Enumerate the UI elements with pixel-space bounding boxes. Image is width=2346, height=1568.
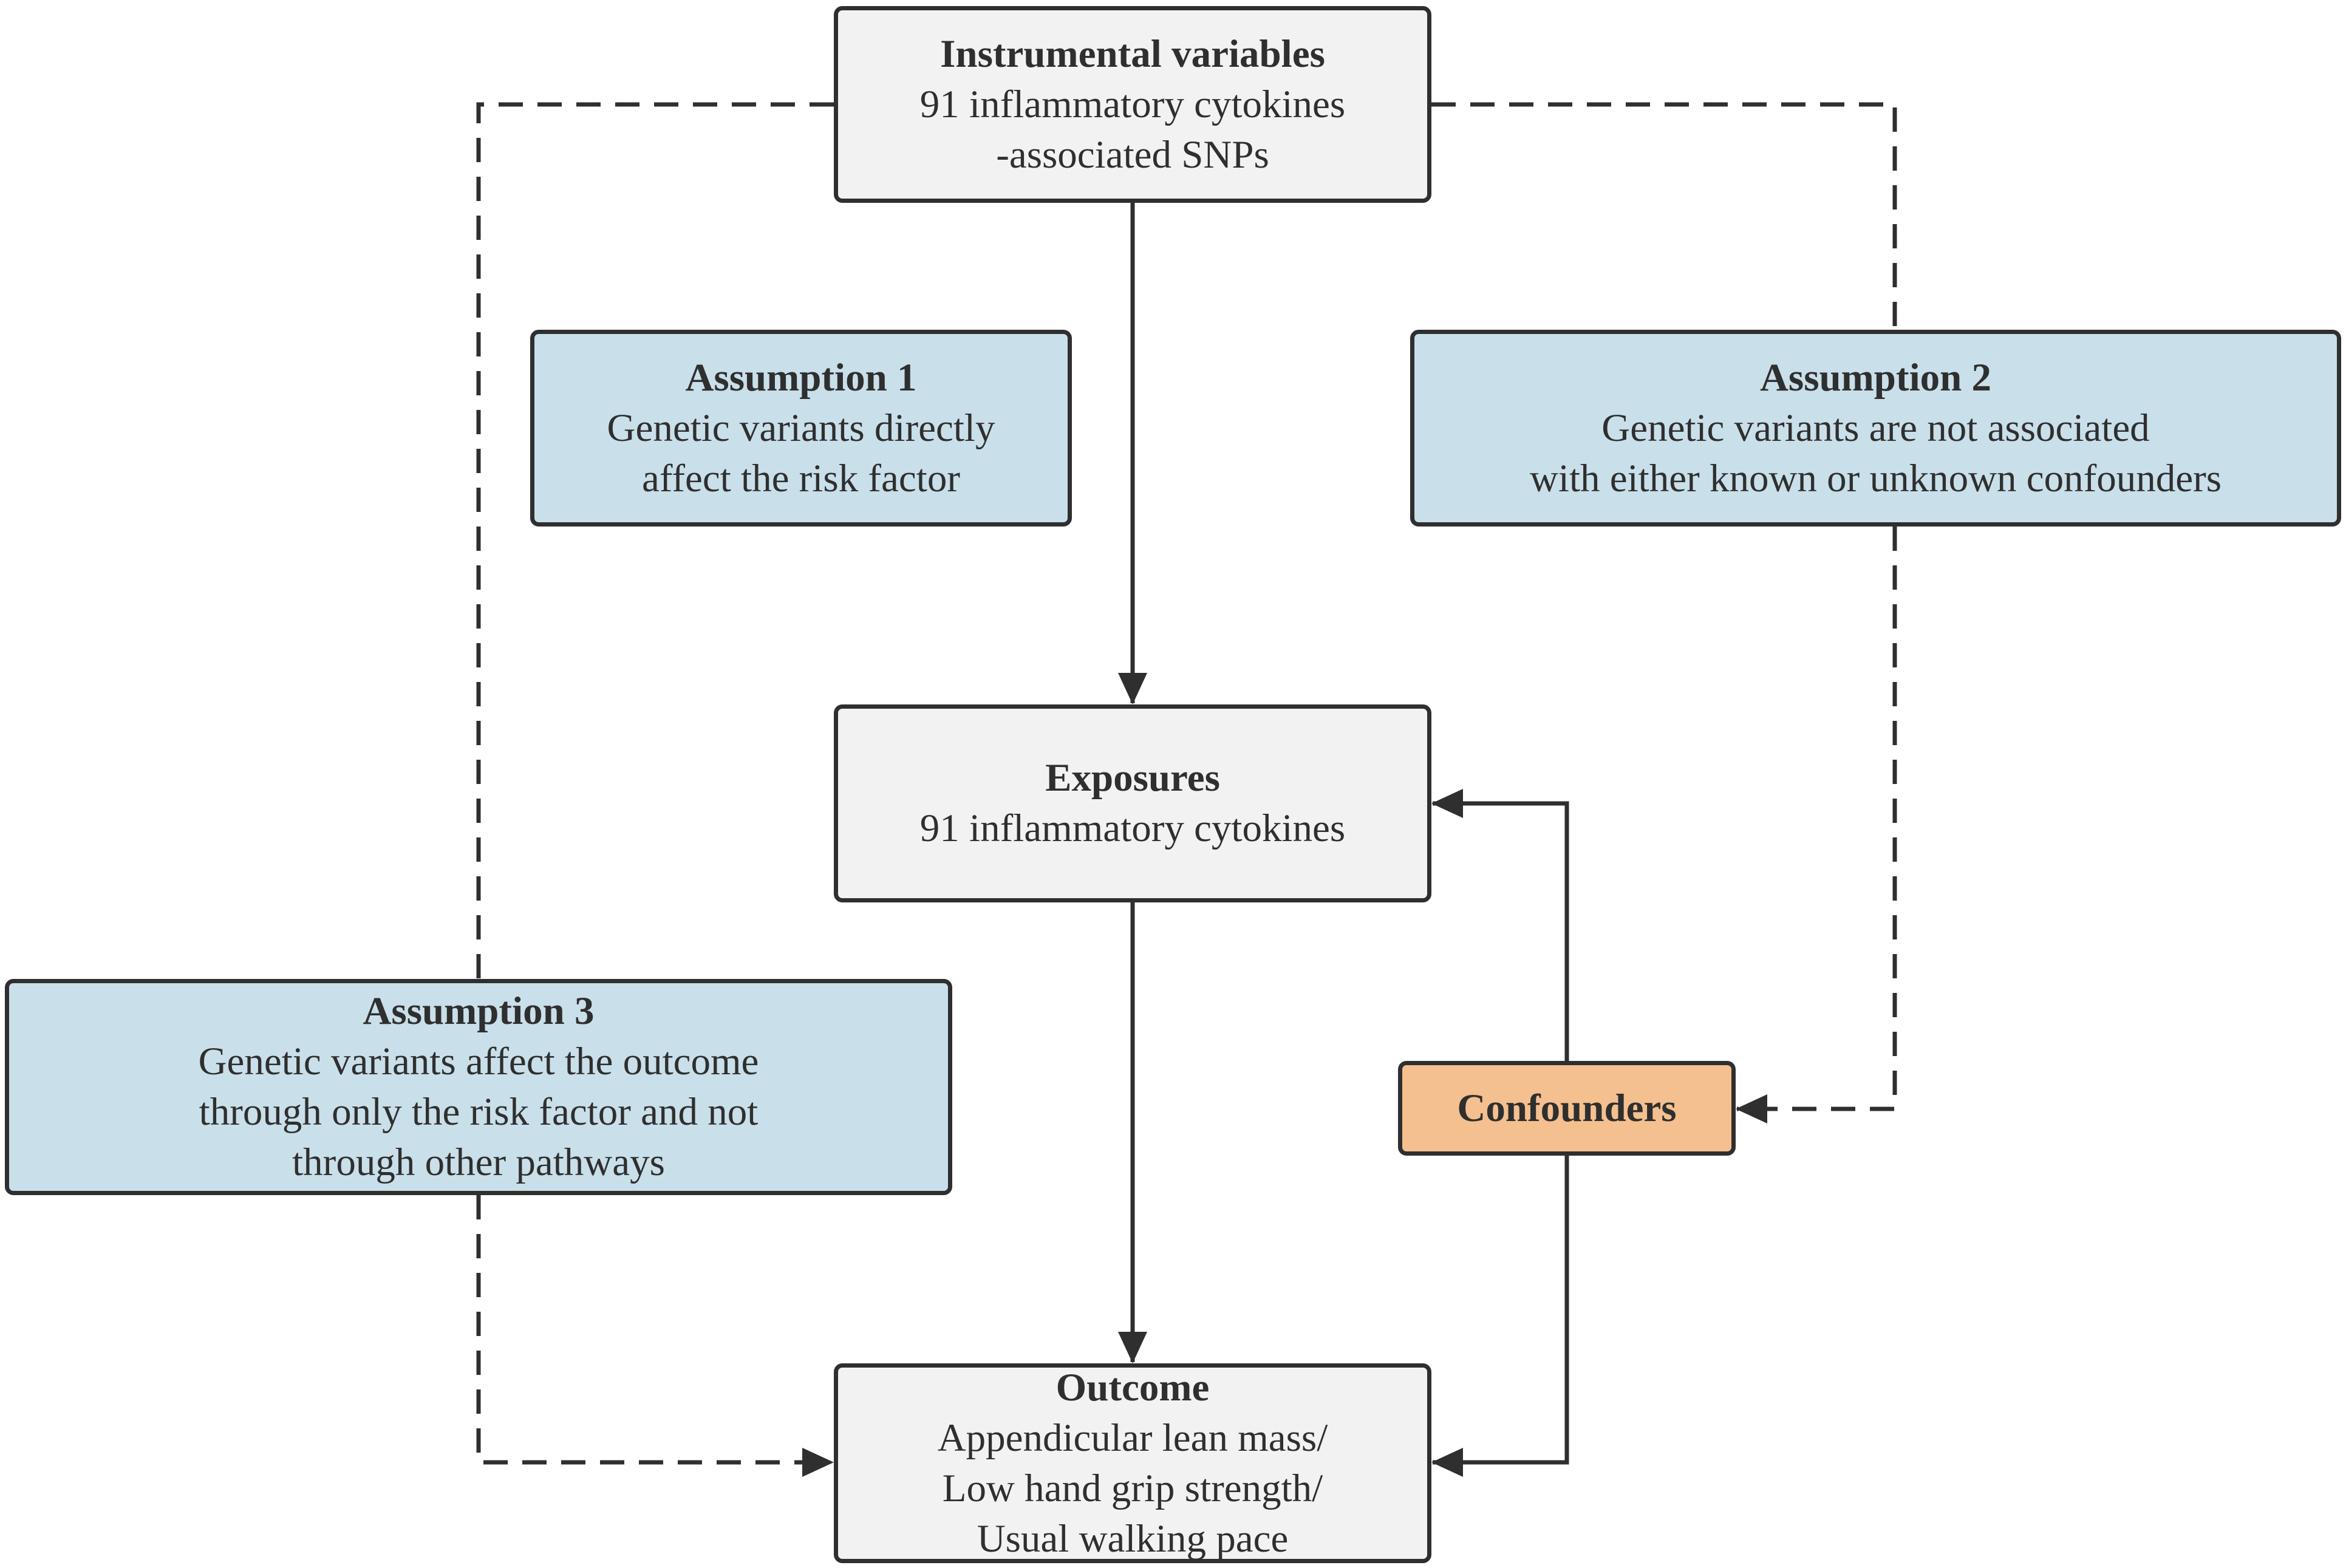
outcome-line-3: Usual walking pace [977,1516,1289,1561]
assumption-1-title: Assumption 1 [685,355,917,400]
assumption-1-line-1: Genetic variants directly [607,406,995,450]
instrumental-variables-box: Instrumental variables 91 inflammatory c… [834,6,1431,203]
assumption-3-line-3: through other pathways [292,1140,665,1184]
assumption-1-box: Assumption 1 Genetic variants directly a… [530,330,1072,527]
assumption-1-line-2: affect the risk factor [642,456,960,500]
instrumental-variables-title: Instrumental variables [940,32,1325,76]
exposures-title: Exposures [1045,756,1220,800]
assumption-3-title: Assumption 3 [363,989,595,1033]
confounders-title: Confounders [1457,1086,1677,1130]
arrow-confounders-to-exposures [1431,789,1569,1061]
assumption-2-box: Assumption 2 Genetic variants are not as… [1410,330,2341,527]
dashed-iv-to-assumption-3 [476,102,834,979]
arrow-confounders-to-outcome [1431,1156,1569,1477]
outcome-box: Outcome Appendicular lean mass/ Low hand… [834,1363,1431,1563]
instrumental-variables-line-2: -associated SNPs [996,132,1269,177]
assumption-3-box: Assumption 3 Genetic variants affect the… [5,979,952,1195]
instrumental-variables-line-1: 91 inflammatory cytokines [919,82,1346,126]
exposures-line-1: 91 inflammatory cytokines [919,806,1346,850]
assumption-3-line-2: through only the risk factor and not [199,1090,759,1134]
assumption-2-title: Assumption 2 [1759,355,1992,400]
assumption-3-line-1: Genetic variants affect the outcome [198,1040,759,1083]
dashed-assumption-3-to-outcome [476,1195,834,1477]
confounders-box: Confounders [1398,1061,1736,1156]
assumption-2-line-1: Genetic variants are not associated [1601,406,2150,450]
dashed-assumption-2-to-confounders [1736,527,1897,1123]
exposures-box: Exposures 91 inflammatory cytokines [834,704,1431,902]
dashed-iv-to-assumption-2 [1431,102,1897,330]
outcome-line-1: Appendicular lean mass/ [937,1416,1328,1460]
assumption-2-line-2: with either known or unknown confounders [1529,456,2222,500]
outcome-title: Outcome [1055,1365,1210,1409]
outcome-line-2: Low hand grip strength/ [942,1466,1323,1510]
